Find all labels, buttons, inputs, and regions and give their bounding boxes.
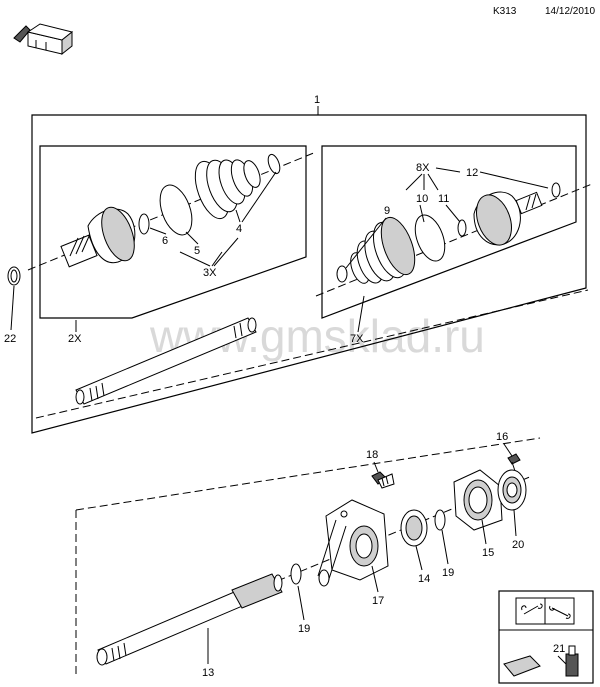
outer-cv-joint — [60, 206, 136, 268]
diagram-code: K313 — [493, 6, 517, 17]
inner-end-ring — [551, 182, 561, 198]
callout-2x: 2X — [68, 333, 82, 345]
callout-9: 9 — [384, 205, 390, 217]
callout-3x: 3X — [203, 267, 217, 279]
inner-cv-joint — [473, 191, 543, 246]
callout-7x: 7X — [350, 333, 364, 345]
service-info-box — [498, 590, 594, 684]
small-boot-clamp — [267, 153, 281, 175]
callout-19-lower-right: 19 — [442, 567, 454, 579]
callout-18: 18 — [366, 449, 378, 461]
callout-21: 21 — [553, 643, 565, 655]
drive-shaft — [96, 573, 283, 666]
callout-5: 5 — [194, 245, 200, 257]
inner-joint-kit-frame — [321, 145, 577, 319]
circlip-shaft — [290, 563, 302, 585]
outer-joint-kit-frame — [39, 145, 307, 319]
callout-8x: 8X — [416, 162, 430, 174]
car-front-arrow-icon — [13, 23, 74, 56]
callout-6: 6 — [162, 235, 168, 247]
grease-tube-icon — [503, 645, 579, 677]
bearing-bracket — [317, 499, 389, 587]
inner-joint-boot — [350, 216, 416, 284]
inner-boot-clamp — [414, 214, 446, 262]
callout-16: 16 — [496, 431, 508, 443]
callout-4: 4 — [236, 223, 242, 235]
service-manual-wrench-icon — [515, 597, 575, 625]
callout-19-lower-left: 19 — [298, 623, 310, 635]
mounting-bolt — [371, 471, 395, 489]
bearing-housing — [453, 469, 503, 531]
callout-15: 15 — [482, 547, 494, 559]
boot-clamp — [159, 184, 193, 236]
callout-12: 12 — [466, 167, 478, 179]
callout-20: 20 — [512, 539, 524, 551]
intermediate-shaft — [75, 317, 257, 405]
callout-11: 11 — [438, 193, 449, 205]
callout-10: 10 — [416, 193, 428, 205]
inner-clamp-small — [336, 265, 348, 283]
callout-13: 13 — [202, 667, 214, 679]
circlip-bearing — [434, 509, 446, 531]
outer-joint-boot — [194, 159, 261, 220]
inner-clamp-ring — [457, 219, 467, 237]
outer-assembly-frame — [31, 114, 587, 434]
support-bearing — [497, 469, 527, 511]
callout-22: 22 — [4, 333, 16, 345]
callout-14: 14 — [418, 573, 430, 585]
circlip — [7, 266, 21, 286]
bearing-seal — [400, 509, 428, 547]
callout-17: 17 — [372, 595, 384, 607]
clamp-ring — [138, 213, 150, 235]
callout-1: 1 — [314, 94, 320, 106]
diagram-date: 14/12/2010 — [545, 6, 595, 17]
